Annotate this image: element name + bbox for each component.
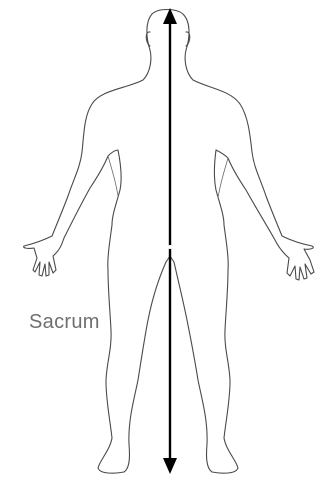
arrowhead-bottom-icon (163, 458, 177, 474)
sacrum-marker (168, 245, 172, 249)
midline-arrow (163, 8, 177, 474)
left-body-outline (24, 50, 170, 473)
sacrum-label: Sacrum (29, 312, 100, 332)
left-ear (146, 32, 150, 46)
right-body-outline (170, 50, 314, 473)
right-ear (186, 32, 190, 46)
right-armpit-line (218, 158, 228, 198)
left-armpit-line (108, 156, 118, 196)
